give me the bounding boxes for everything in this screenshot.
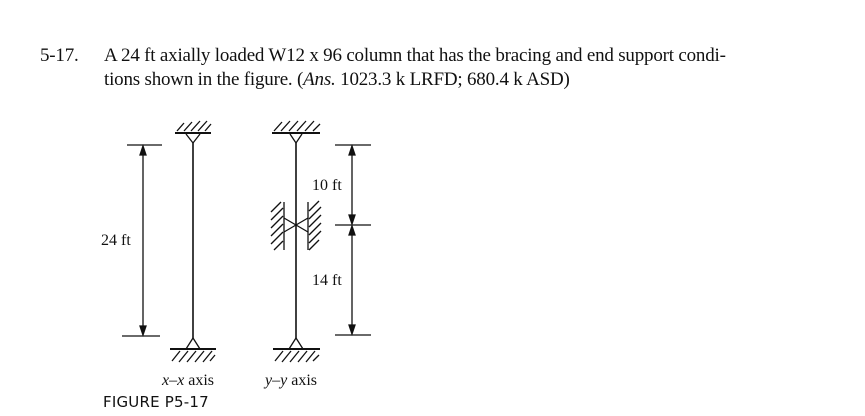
answer-values: 1023.3 k LRFD; 680.4 k ASD): [335, 69, 570, 90]
xx-axis-label: x–x axis: [162, 372, 214, 389]
lateral-brace-icon: [270, 200, 322, 251]
problem-number: 5-17.: [40, 45, 79, 66]
dimension-label-10ft: 10 ft: [312, 177, 342, 195]
bottom-pin-support-icon: [273, 336, 320, 363]
yy-axis-label: y–y axis: [265, 372, 317, 389]
bottom-pin-support-icon: [170, 336, 216, 363]
xx-dimension-line: [122, 143, 162, 338]
figure-caption: FIGURE P5-17: [103, 393, 209, 411]
top-pin-support-icon: [272, 120, 321, 145]
dimension-label-24ft: 24 ft: [101, 232, 131, 249]
top-pin-support-icon: [175, 120, 212, 145]
problem-text-line-1: A 24 ft axially loaded W12 x 96 column t…: [104, 45, 726, 66]
answer-label: Ans.: [303, 69, 336, 90]
yy-column: [270, 120, 322, 363]
xx-column: [170, 120, 216, 363]
problem-text-line-2: tions shown in the figure. (Ans. 1023.3 …: [104, 69, 570, 90]
dimension-label-14ft: 14 ft: [312, 272, 342, 290]
yy-dimension-lines: [335, 143, 371, 337]
